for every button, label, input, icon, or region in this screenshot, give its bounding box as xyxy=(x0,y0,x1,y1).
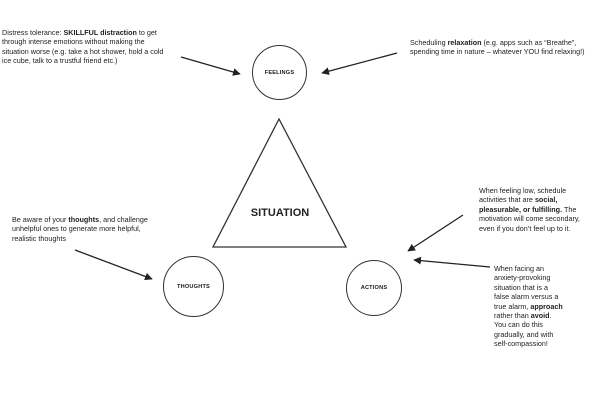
feelings-label: FEELINGS xyxy=(264,69,295,76)
arrow-anxiety-to-actions xyxy=(413,256,491,268)
arrow-thoughts-note-to-thoughts xyxy=(74,249,153,281)
situation-label: SITUATION xyxy=(250,207,310,219)
actions-label: ACTIONS xyxy=(360,285,388,291)
actions-circle: ACTIONS xyxy=(346,260,402,316)
thoughts-note: Be aware of your thoughts, and challenge… xyxy=(12,215,148,243)
distress-tolerance-note: Distress tolerance: SKILLFUL distraction… xyxy=(2,28,164,66)
arrow-feeling-low-to-actions xyxy=(407,214,464,252)
feeling-low-note: When feeling low, schedule activities th… xyxy=(479,186,580,233)
arrow-relaxation-to-feelings xyxy=(321,52,398,75)
feelings-circle: FEELINGS xyxy=(252,45,307,100)
thoughts-label: THOUGHTS xyxy=(177,283,210,290)
anxiety-note: When facing an anxiety-provoking situati… xyxy=(494,264,563,349)
arrow-distress-to-feelings xyxy=(180,56,241,76)
relaxation-note: Scheduling relaxation (e.g. apps such as… xyxy=(410,38,585,57)
situation-triangle xyxy=(211,117,348,248)
thoughts-circle: THOUGHTS xyxy=(163,256,224,317)
